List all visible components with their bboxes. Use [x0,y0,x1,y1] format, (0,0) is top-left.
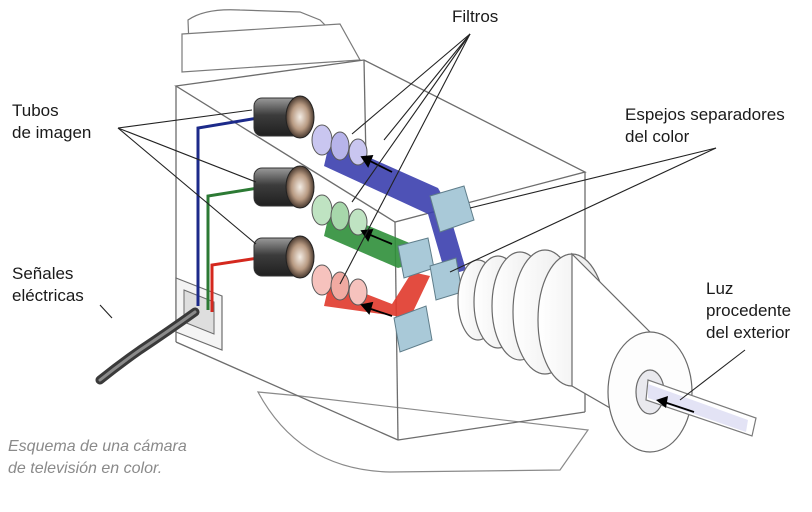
incoming-light [645,379,757,437]
camera-base [256,391,590,473]
signal-wires [196,116,259,312]
label-espejos-line2: del color [625,127,690,146]
light-beams [324,140,466,318]
color-mirrors [393,185,475,353]
filter-stack [311,124,368,306]
label-luz-line1: Luz [706,279,734,298]
label-luz-line3: del exterior [706,323,791,342]
label-espejos-line1: Espejos separadores [625,105,785,124]
leader-lines [117,33,746,401]
beam-arrows [360,154,393,317]
signals-pointer [99,304,113,319]
label-filtros: Filtros [452,7,499,26]
label-tubos-line2: de imagen [12,123,92,142]
label-senales-line1: Señales [12,264,74,283]
label-luz-line2: procedente [706,301,792,320]
caption-line2: de televisión en color. [8,460,163,477]
lens-barrel [457,249,693,453]
image-tubes [253,95,315,279]
caption-line1: Esquema de una cámara [8,438,187,455]
camera-handle [181,9,362,73]
signal-connector [95,277,223,385]
label-senales-line2: eléctricas [12,286,84,305]
label-tubos-line1: Tubos [12,101,59,120]
